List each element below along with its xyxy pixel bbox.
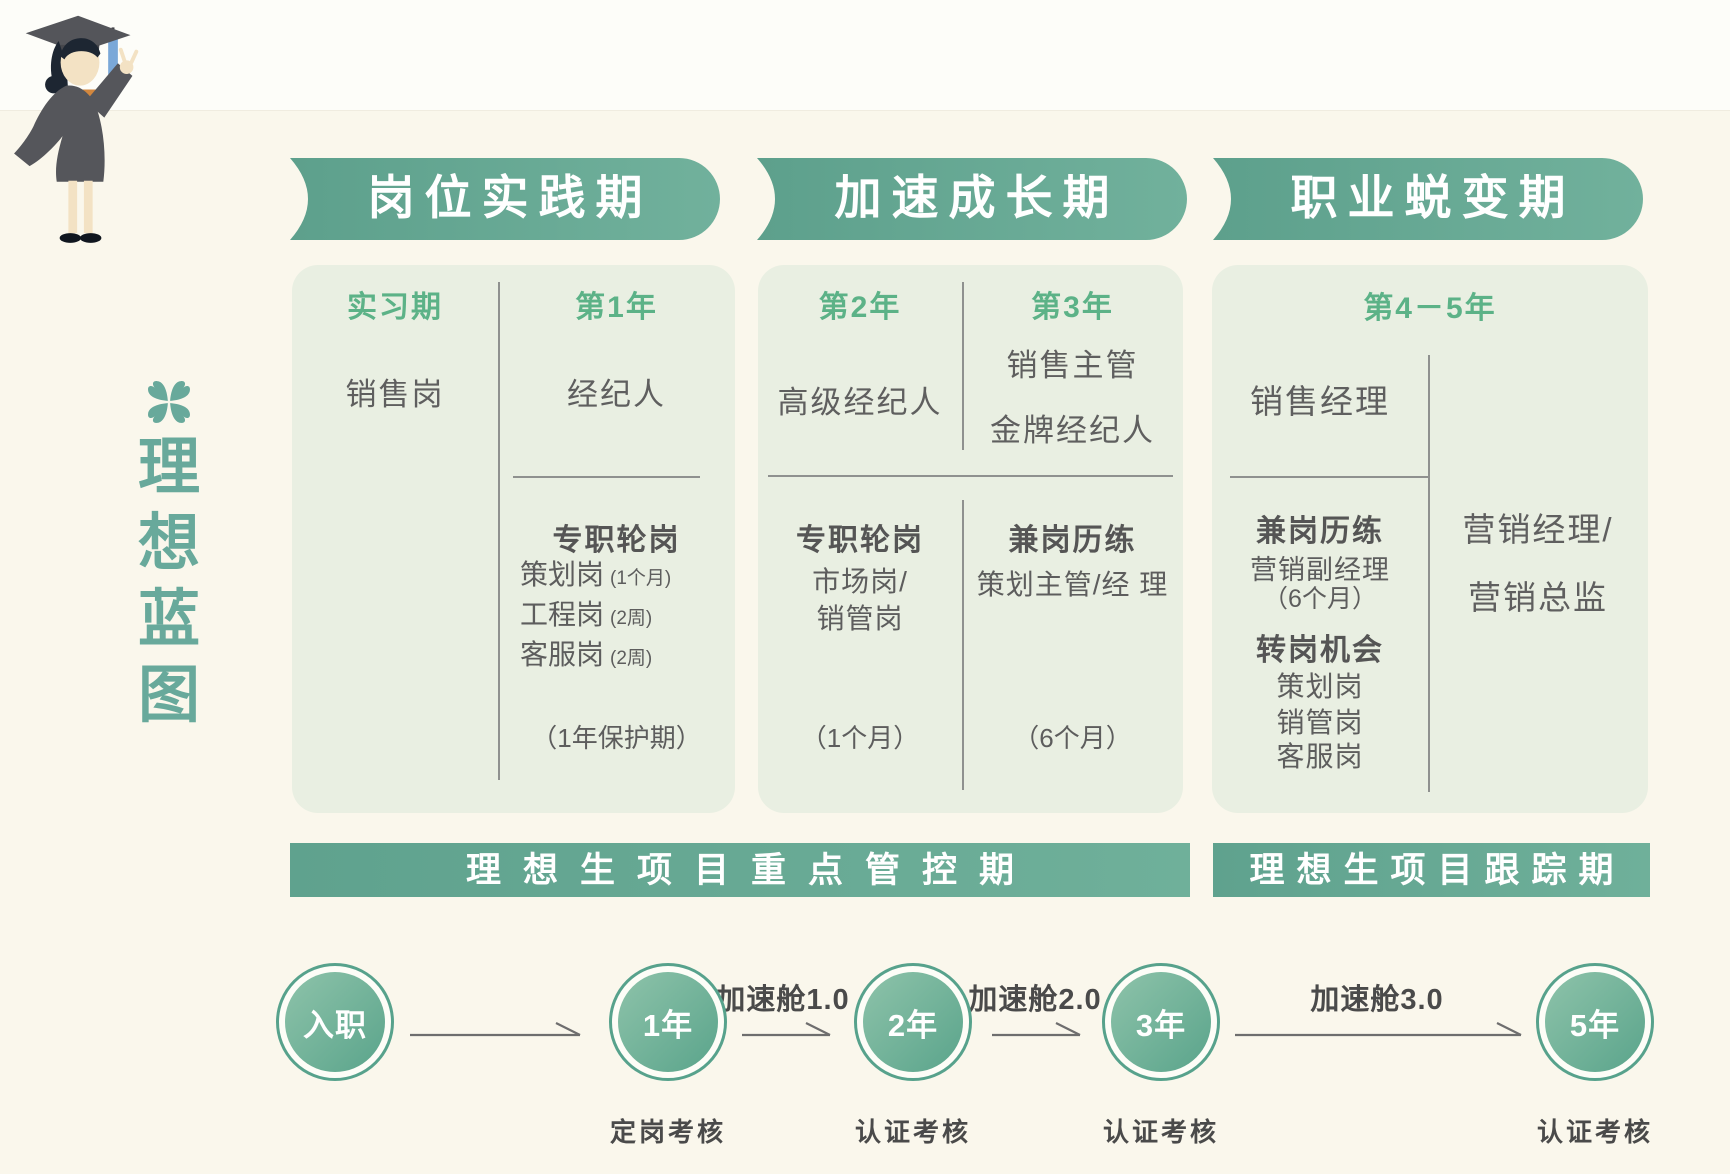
- stage2-ribbon-label: 加速成长期: [834, 173, 1120, 225]
- arrow: [742, 1022, 831, 1037]
- stage1-left-header: 实习期: [347, 291, 443, 324]
- arrow: [992, 1022, 1081, 1037]
- ribbon-stage1: 岗位实践期: [290, 158, 720, 240]
- stage1-sub-header: 专职轮岗: [552, 524, 681, 557]
- arrow: [1235, 1022, 1522, 1037]
- stage2-left-role: 高级经纪人: [777, 385, 943, 420]
- timeline-node-year3: 3年: [1102, 963, 1220, 1081]
- title-char: 理: [137, 433, 200, 502]
- stage3-right-role-1: 营销经理/: [1462, 511, 1614, 548]
- raised-arm: [85, 63, 133, 118]
- stage3-transfer-item: 策划岗: [1276, 671, 1364, 702]
- stage1-left-role: 销售岗: [345, 377, 445, 412]
- stage1-right-header: 第1年: [575, 291, 658, 324]
- clover-icon: [148, 381, 190, 423]
- stage1-right-role: 经纪人: [567, 377, 666, 412]
- arrow: [410, 1022, 581, 1037]
- divider-line: [513, 476, 700, 478]
- top-band: [0, 0, 1730, 111]
- shoe: [80, 233, 102, 243]
- stage2-left-note: （1个月）: [800, 723, 920, 753]
- divider-line: [1230, 476, 1428, 478]
- stage2-left-sub-2: 销管岗: [816, 603, 904, 634]
- peace-sign-fingers: [118, 47, 139, 65]
- stage2-right-sub-1: 策划主管/经 理: [976, 569, 1169, 600]
- accel-label-2: 加速舱2.0: [968, 984, 1102, 1016]
- track-period-banner: 理想生项目跟踪期: [1213, 843, 1650, 897]
- divider-line: [962, 500, 964, 790]
- rotation-item: 工程岗(2周): [520, 599, 653, 630]
- stage3-transfer-item: 客服岗: [1276, 741, 1364, 772]
- stage3-left-sub-2: （6个月）: [1263, 585, 1377, 613]
- stage3-panel: 第4－5年 销售经理 兼岗历练 营销副经理 （6个月） 转岗机会 策划岗 销管岗…: [1212, 265, 1648, 813]
- stage2-left-sub-header: 专职轮岗: [796, 524, 924, 557]
- stage1-note: （1年保护期）: [531, 723, 702, 753]
- stage2-right-note: （6个月）: [1013, 723, 1132, 753]
- timeline-node-year1: 1年: [609, 963, 727, 1081]
- stage2-panel: 第2年 第3年 高级经纪人 销售主管 金牌经纪人 专职轮岗 市场岗/ 销管岗 （…: [758, 265, 1183, 813]
- title-char: 蓝: [137, 585, 200, 654]
- stage3-transfer-header: 转岗机会: [1256, 634, 1384, 667]
- exam-label-year5: 认证考核: [1536, 1117, 1653, 1147]
- stage1-panel: 实习期 第1年 销售岗 经纪人 专职轮岗 策划岗(1个月) 工程岗(2周) 客服…: [292, 265, 735, 813]
- stage2-left-sub-1: 市场岗/: [812, 566, 908, 597]
- timeline-node-year2: 2年: [854, 963, 972, 1081]
- stage2-right-role-1: 销售主管: [1006, 348, 1139, 383]
- shoe: [59, 233, 81, 243]
- stage3-transfer-item: 销管岗: [1276, 707, 1364, 738]
- stage2-left-header: 第2年: [818, 291, 902, 324]
- poster-title: 理 想 蓝 图: [131, 374, 207, 734]
- stage2-right-sub-header: 兼岗历练: [1008, 524, 1137, 557]
- title-char: 想: [137, 509, 200, 578]
- hair-bun: [45, 75, 63, 94]
- graduation-cap: [25, 15, 131, 53]
- stage3-left-sub-1: 营销副经理: [1250, 555, 1390, 585]
- exam-label-year1: 定岗考核: [609, 1117, 726, 1147]
- divider-line: [498, 282, 500, 780]
- control-period-banner: 理想生项目重点管控期: [290, 843, 1190, 897]
- stage3-right-role-2: 营销总监: [1468, 579, 1608, 616]
- accel-label-3: 加速舱3.0: [1310, 984, 1444, 1016]
- divider-line: [768, 475, 1173, 477]
- ribbon-stage3: 职业蜕变期: [1213, 158, 1643, 240]
- stage3-left-role: 销售经理: [1250, 383, 1390, 420]
- timeline-node-entry: 入职: [276, 963, 394, 1081]
- timeline-node-year5: 5年: [1536, 963, 1654, 1081]
- stage2-right-header: 第3年: [1031, 291, 1114, 324]
- exam-label-year3: 认证考核: [1102, 1117, 1219, 1147]
- exam-label-year2: 认证考核: [854, 1117, 971, 1147]
- divider-line: [962, 282, 964, 450]
- rotation-item: 客服岗(2周): [520, 639, 653, 670]
- rotation-list: 策划岗(1个月) 工程岗(2周) 客服岗(2周): [520, 557, 720, 677]
- stage1-ribbon-label: 岗位实践期: [367, 173, 653, 225]
- accel-label-1: 加速舱1.0: [716, 984, 850, 1016]
- stage3-header: 第4－5年: [1363, 292, 1497, 325]
- gown: [14, 85, 105, 182]
- divider-line: [1428, 355, 1430, 792]
- stage2-right-role-2: 金牌经纪人: [990, 413, 1155, 448]
- ribbon-stage2: 加速成长期: [757, 158, 1187, 240]
- title-char: 图: [137, 661, 200, 730]
- graduate-illustration: [14, 15, 139, 243]
- stage3-left-sub-header: 兼岗历练: [1256, 515, 1384, 548]
- rotation-item: 策划岗(1个月): [520, 559, 672, 590]
- stage3-ribbon-label: 职业蜕变期: [1290, 173, 1576, 225]
